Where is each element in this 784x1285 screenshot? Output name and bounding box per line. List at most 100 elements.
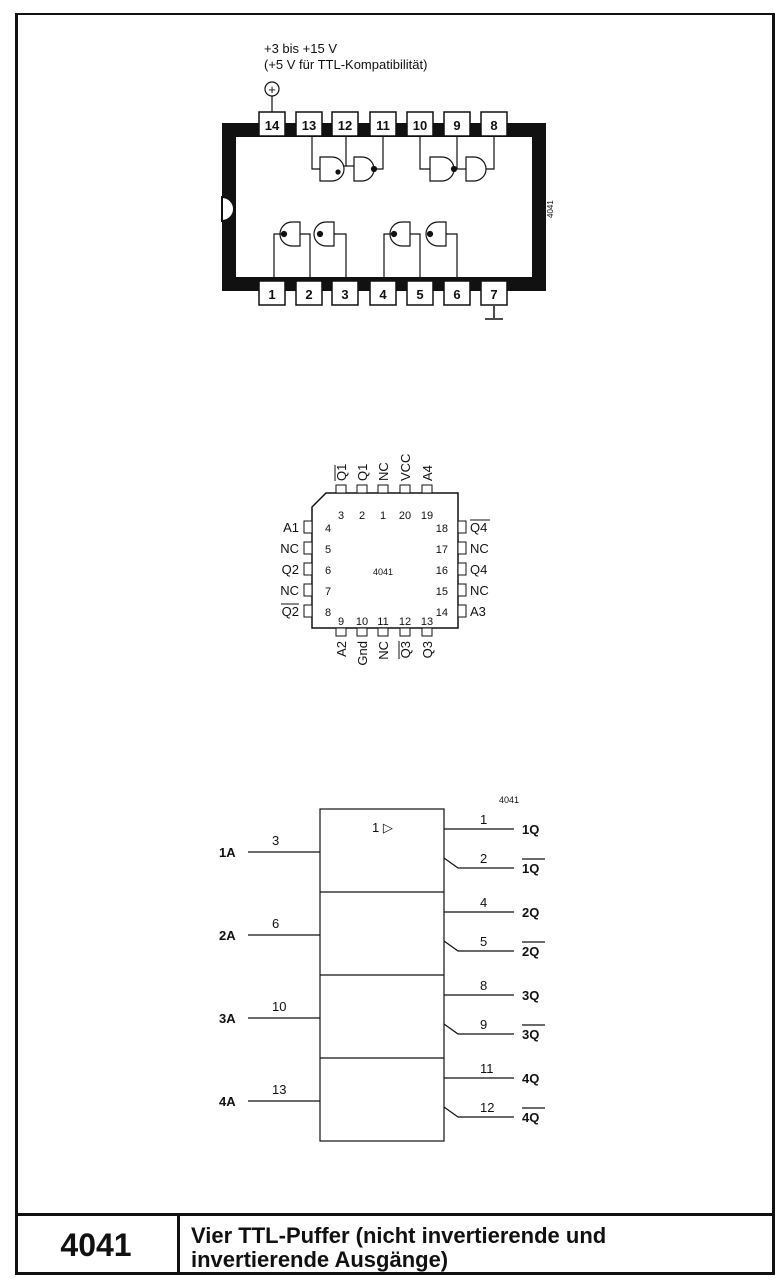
dip-chip-label: 4041: [546, 200, 555, 218]
plcc-left-pin: Q2 6: [282, 562, 331, 577]
plcc-pin-name: NC: [376, 462, 391, 481]
plcc-right-pin: Q4 16: [436, 562, 488, 577]
dip-pin-number: 12: [338, 118, 352, 133]
dip-pin-number: 1: [268, 287, 275, 302]
dip-bottom-pin: 4: [369, 280, 397, 306]
plcc-pin-number: 17: [436, 544, 448, 556]
plcc-pin-number: 6: [325, 565, 331, 577]
plcc-pin-number: 18: [436, 523, 448, 535]
dip-top-pin: 14: [258, 111, 286, 137]
input-name: 3A: [219, 1011, 236, 1026]
output-name: 2Q: [522, 944, 539, 959]
plcc-pin-number: 7: [325, 586, 331, 598]
plcc-pin-name: NC: [280, 541, 299, 556]
plcc-pin-number: 4: [325, 523, 331, 535]
dip-pin-number: 13: [302, 118, 316, 133]
footer-description: Vier TTL-Puffer (nicht invertierende und…: [191, 1224, 761, 1272]
dip-pin-number: 3: [341, 287, 348, 302]
output-name: 4Q: [522, 1110, 539, 1125]
plcc-right-pin: NC 17: [436, 541, 489, 556]
plcc-pin-name: NC: [470, 541, 489, 556]
logic-output-inverted: 5 2Q: [443, 934, 545, 959]
logic-output: 83Q: [444, 978, 539, 1003]
dip-pin-number: 4: [379, 287, 387, 302]
dip-top-pin: 10: [406, 111, 434, 137]
logic-input: 1A3: [219, 833, 320, 860]
plcc-pin-name: Q3: [420, 641, 435, 658]
plcc-pin-name: Q2: [282, 562, 299, 577]
logic-chip-label: 4041: [499, 795, 519, 805]
plcc-pin-number: 10: [356, 616, 368, 628]
dip-top-pin: 13: [295, 111, 323, 137]
dip-bottom-pin: 5: [406, 280, 434, 306]
plcc-pin-number: 3: [338, 510, 344, 522]
logic-output-inverted: 93Q: [443, 1017, 545, 1042]
plcc-pin-number: 11: [377, 616, 388, 628]
input-pin-number: 3: [272, 833, 279, 848]
logic-input: 2A6: [219, 916, 320, 943]
plcc-pin-name: NC: [280, 583, 299, 598]
output-pin-number: 11: [480, 1061, 494, 1076]
footer-title-line2: invertierende Ausgänge): [191, 1247, 449, 1272]
plcc-pin-name: Q2: [282, 604, 299, 619]
dip-pin-number: 14: [265, 118, 280, 133]
plcc-pin-number: 12: [399, 616, 411, 628]
dip-top-pin: 12: [331, 111, 359, 137]
ground-symbol: [485, 306, 503, 320]
plcc-pin-name: Q3: [398, 641, 413, 658]
logic-output: 4 2Q: [444, 895, 539, 920]
dip-pin-number: 11: [376, 118, 390, 133]
dip-bottom-pin: 1: [258, 280, 286, 306]
dip-bottom-pin: 3: [331, 280, 359, 306]
output-name: 3Q: [522, 988, 539, 1003]
plcc-right-pin: NC 15: [436, 583, 489, 598]
dip-bottom-pin: 2: [295, 280, 323, 306]
dip-pin-number: 10: [413, 118, 427, 133]
footer-title-line1: Vier TTL-Puffer (nicht invertierende und: [191, 1223, 607, 1248]
plcc-top-pin: 2 Q1: [355, 464, 370, 522]
plcc-pin-number: 15: [436, 586, 448, 598]
plcc-pin-number: 8: [325, 607, 331, 619]
dip-gates: [273, 137, 495, 277]
plcc-left-pin: NC 5: [280, 541, 331, 556]
plcc-top-pin: 1NC: [376, 462, 391, 522]
plcc-pin-name: NC: [470, 583, 489, 598]
plcc-pin-number: 5: [325, 544, 331, 556]
dip-pin-number: 2: [305, 287, 312, 302]
logic-output-inverted: 21Q: [443, 851, 545, 876]
plcc-pin-name: Q4: [470, 520, 487, 535]
logic-input: 3A 10: [219, 999, 320, 1026]
plcc-pin-number: 2: [359, 510, 365, 522]
plcc-pin-number: 16: [436, 565, 448, 577]
dip-top-pin: 8: [480, 111, 508, 137]
supply-voltage-label: +3 bis +15 V: [264, 41, 337, 56]
dip-pin-number: 8: [490, 118, 497, 133]
output-name: 2Q: [522, 905, 539, 920]
plcc-pin-name: Q4: [470, 562, 487, 577]
footer-bar: 4041 Vier TTL-Puffer (nicht invertierend…: [15, 1213, 775, 1275]
plcc-pin-name: Q1: [355, 464, 370, 481]
plcc-pin-name: A1: [283, 520, 299, 535]
buffer-qualifier: 1 ▷: [372, 820, 393, 835]
plcc-pin-number: 14: [436, 607, 448, 619]
plcc-pin-name: A2: [334, 641, 349, 657]
supply-terminal-symbol: +: [264, 81, 280, 113]
plcc-left-pin: A1 4: [283, 520, 331, 535]
output-pin-number: 4: [480, 895, 487, 910]
plcc-pin-number: 19: [421, 510, 433, 522]
output-name: 1Q: [522, 822, 539, 837]
dip-top-pin: 9: [443, 111, 471, 137]
output-pin-number: 5: [480, 934, 487, 949]
input-pin-number: 10: [272, 999, 286, 1014]
dip-pin-number: 9: [453, 118, 460, 133]
plcc-pin-number: 9: [338, 616, 344, 628]
